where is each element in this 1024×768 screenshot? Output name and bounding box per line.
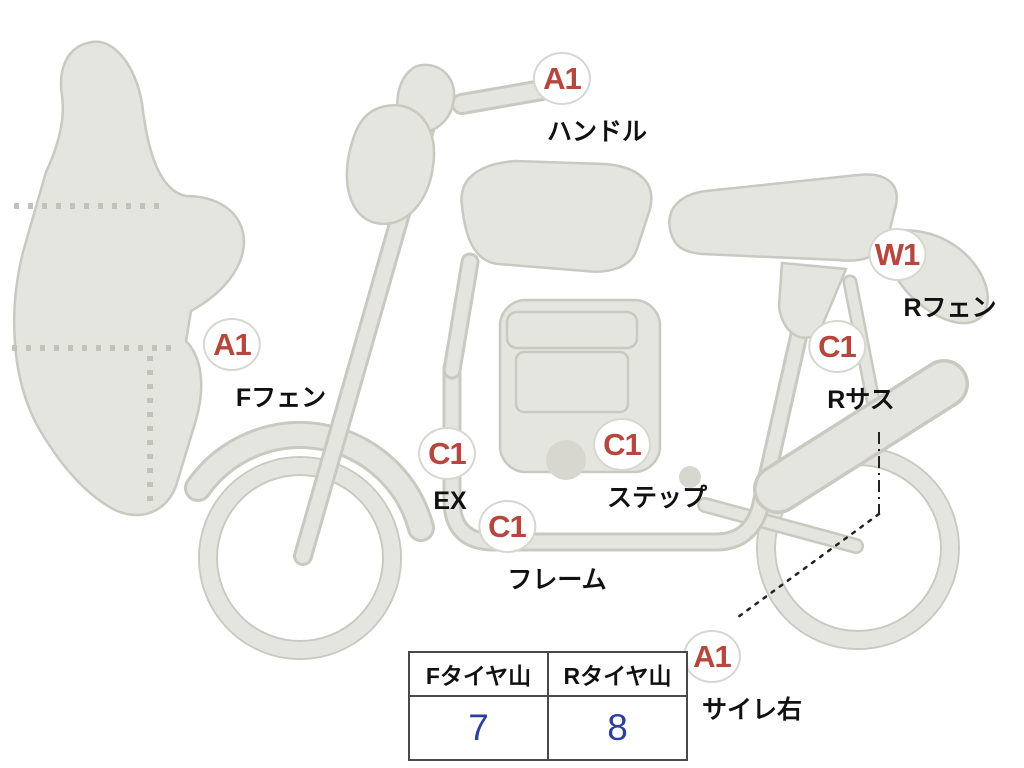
rear-tire-col-header: Rタイヤ山 (547, 651, 688, 697)
marker-label: サイレ右 (701, 696, 803, 724)
front-cowl (12, 40, 246, 517)
marker-label: ステップ (606, 484, 708, 512)
grade-badge: A1 (203, 318, 261, 371)
marker-label: Fフェン (235, 384, 327, 412)
grade-badge: A1 (532, 52, 591, 105)
marker-r-sus: C1 Rサス (803, 320, 895, 416)
marker-label: フレーム (507, 566, 607, 594)
grade-badge: W1 (868, 228, 926, 281)
marker-handlebar: A1 ハンドル (512, 52, 647, 148)
front-fender (184, 421, 435, 542)
marker-step: C1 ステップ (572, 418, 707, 514)
handlebar (451, 79, 553, 115)
marker-label: Rサス (827, 386, 895, 414)
step-peg (679, 466, 701, 488)
swing-arm (697, 497, 864, 554)
grade-badge: A1 (682, 630, 741, 683)
rear-tire-tread-value: 8 (547, 695, 688, 761)
grade-badge: C1 (477, 500, 536, 553)
cowl-dotted-lines (12, 203, 176, 510)
silencer-leader-line (732, 432, 881, 622)
front-tire-tread-value: 7 (408, 695, 549, 761)
muffler (753, 359, 969, 514)
marker-label: EX (433, 487, 467, 515)
tire-tread-table: Fタイヤ山 Rタイヤ山 7 8 (408, 651, 688, 761)
marker-ex: C1 EX (418, 427, 476, 516)
marker-label: ハンドル (546, 118, 648, 146)
marker-label: Rフェン (903, 294, 997, 322)
front-tire-col-header: Fタイヤ山 (408, 651, 549, 697)
marker-f-fender: A1 Fフェン (187, 318, 326, 414)
grade-badge: C1 (592, 418, 651, 471)
grade-badge: C1 (418, 427, 476, 480)
marker-silencer-right: A1 サイレ右 (662, 630, 802, 726)
frame-tubes (442, 252, 810, 552)
front-wheel (198, 456, 402, 660)
marker-frame: C1 フレーム (457, 500, 607, 596)
grade-badge: C1 (808, 320, 866, 373)
headlight (345, 104, 436, 226)
seat (668, 173, 898, 262)
fuel-tank (460, 159, 653, 273)
marker-r-fender: W1 Rフェン (850, 228, 997, 324)
